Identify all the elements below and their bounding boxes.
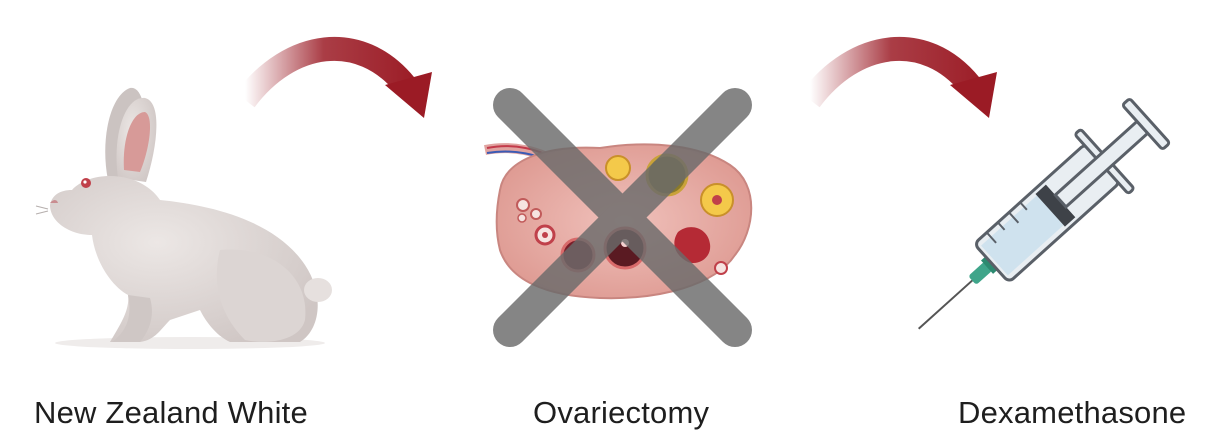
rabbit-icon	[36, 88, 332, 349]
curved-arrow-icon	[245, 49, 432, 118]
step-label-dexamethasone: Dexamethasone	[958, 395, 1186, 431]
step-label-rabbit: New Zealand White	[34, 395, 308, 431]
curved-arrow-icon	[810, 49, 997, 118]
ovary-crossed-icon	[485, 105, 751, 330]
syringe-icon	[892, 91, 1177, 359]
step-label-ovariectomy: Ovariectomy	[533, 395, 709, 431]
